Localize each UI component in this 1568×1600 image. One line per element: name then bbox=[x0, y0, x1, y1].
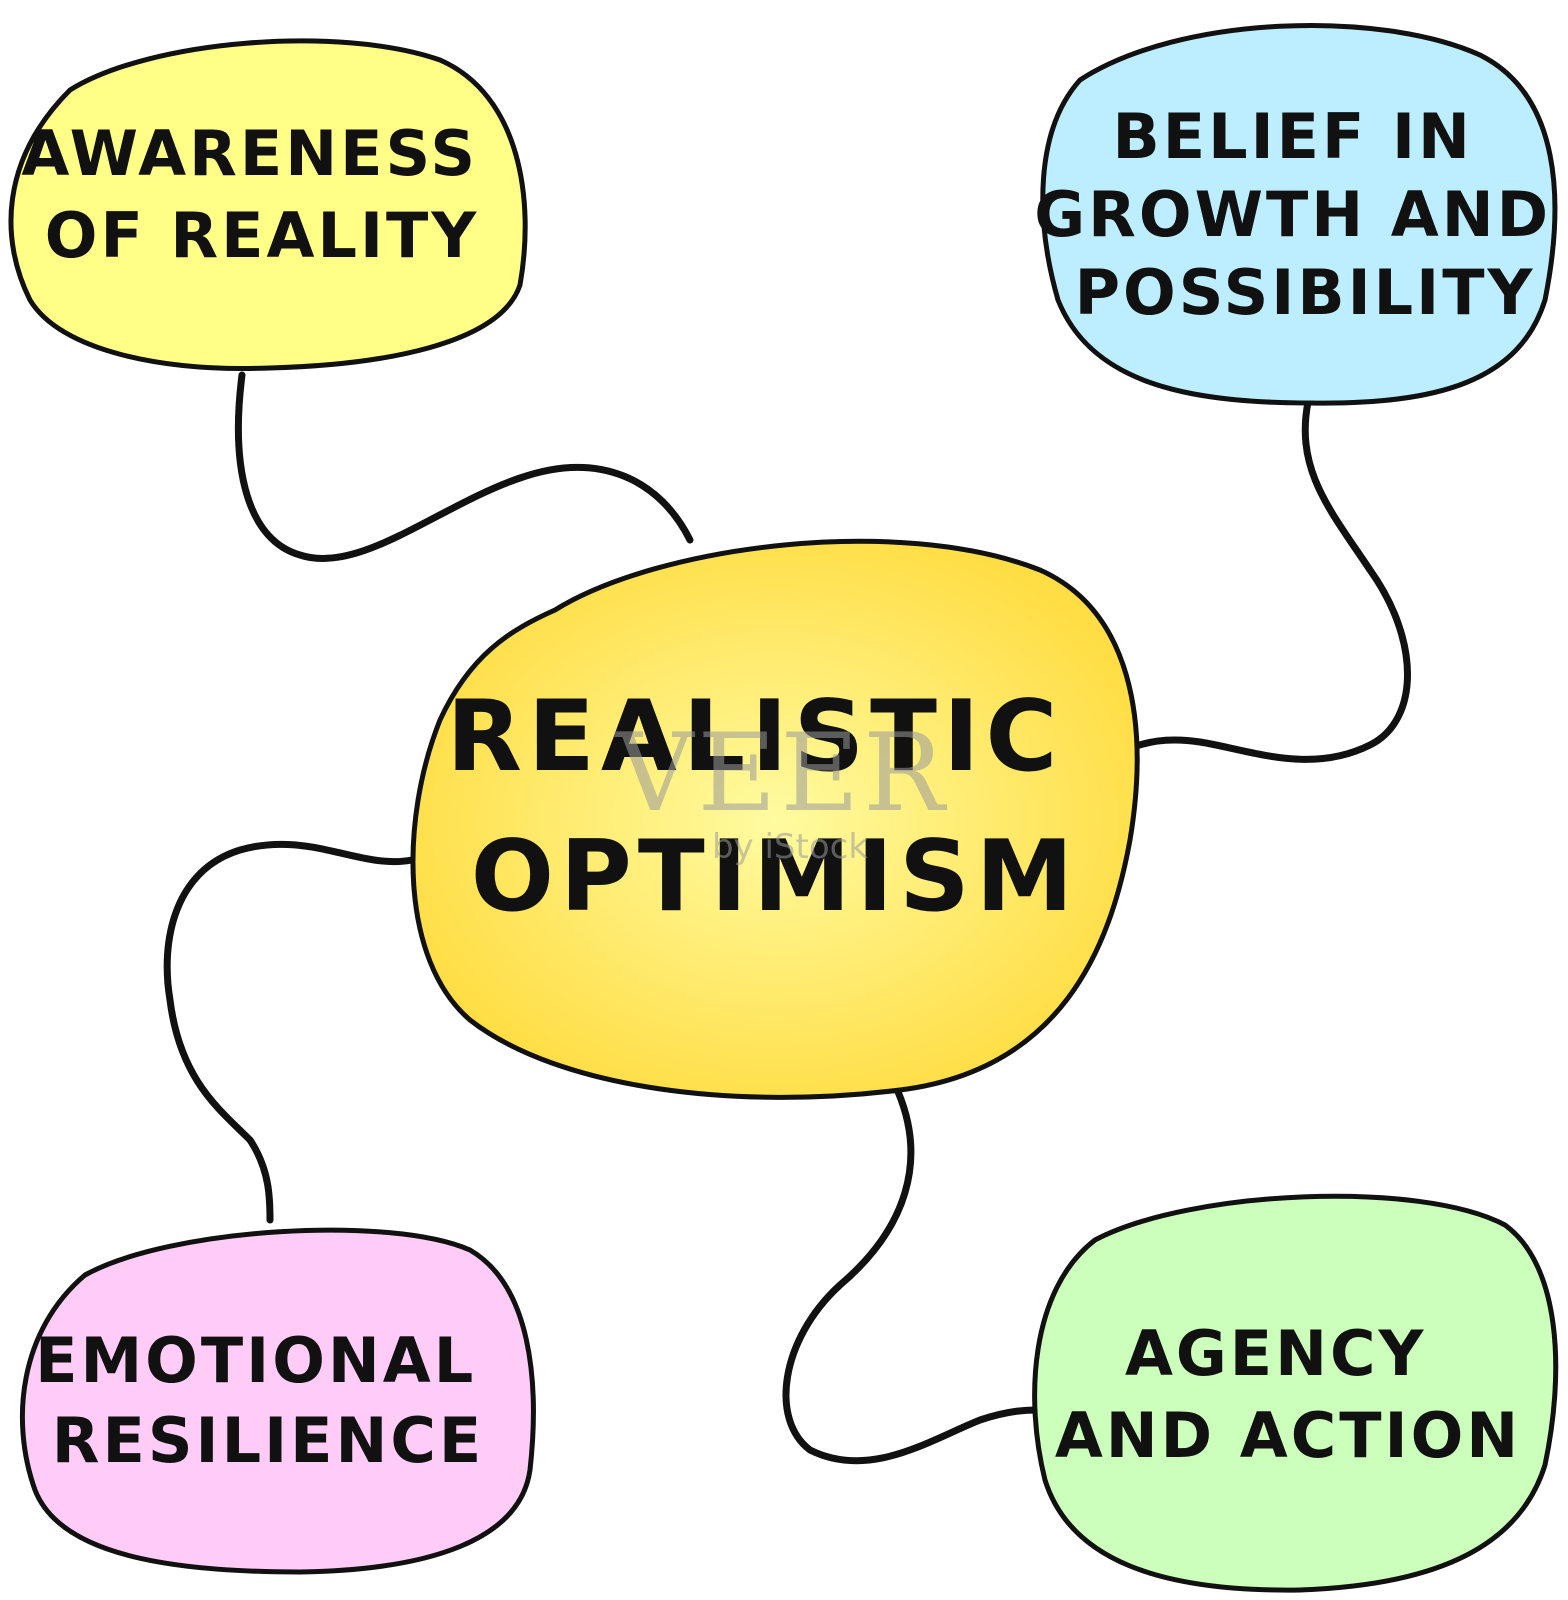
connector-belief bbox=[1126, 398, 1411, 763]
connector-resilience bbox=[163, 840, 416, 1224]
bubble-agency bbox=[1032, 1193, 1559, 1593]
center-label: REALISTIC OPTIMISM bbox=[446, 680, 1103, 934]
bubble-belief bbox=[1040, 22, 1558, 406]
connector-agency bbox=[782, 1081, 1039, 1465]
bubble-center bbox=[410, 538, 1140, 1100]
connector-awareness bbox=[234, 371, 694, 563]
watermark-logo: VEER bbox=[614, 711, 949, 836]
bubble-resilience bbox=[19, 1227, 536, 1575]
bubble-awareness bbox=[8, 38, 528, 371]
node-label-resilience: EMOTIONAL RESILIENCE bbox=[35, 1324, 501, 1477]
watermark-sub: by iStock bbox=[712, 827, 868, 867]
node-label-belief: BELIEF IN GROWTH AND POSSIBILITY bbox=[1034, 100, 1568, 329]
node-label-awareness: AWARENESS OF REALITY bbox=[21, 117, 502, 272]
node-label-agency: AGENCY AND ACTION bbox=[1055, 1317, 1521, 1472]
